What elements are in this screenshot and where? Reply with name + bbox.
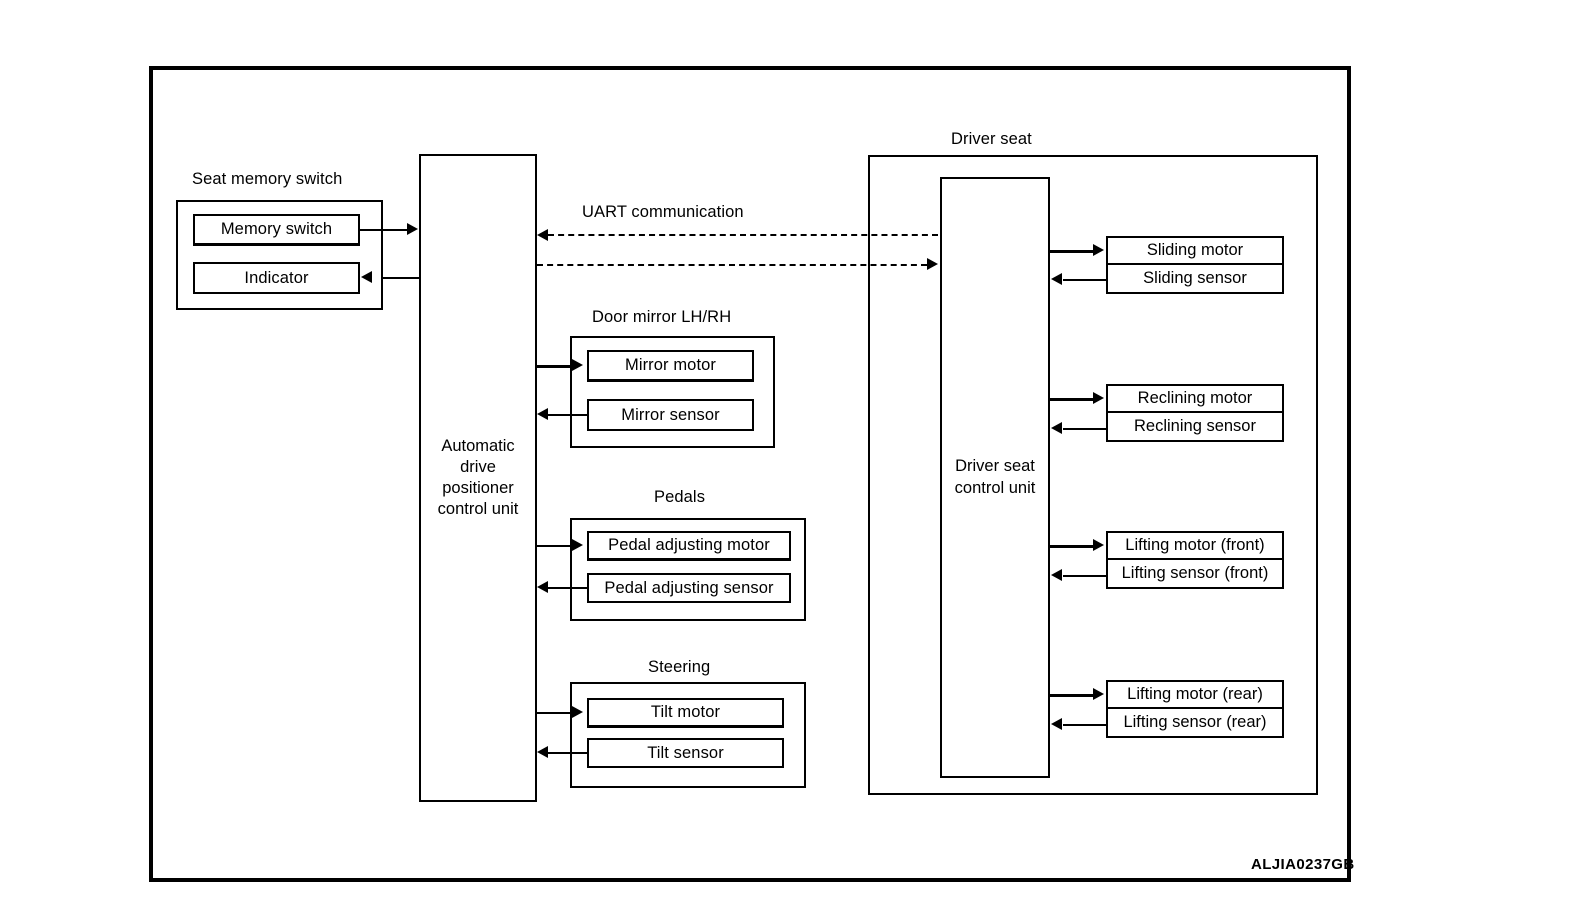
automatic-drive-positioner-control-unit[interactable]: Automatic drive positioner control unit — [419, 154, 537, 802]
lifting-motor-rear-label: Lifting motor (rear) — [1127, 685, 1263, 703]
connector-dscu-to-lifting-motor-rear — [1050, 694, 1096, 697]
door-mirror-title: Door mirror LH/RH — [592, 308, 732, 326]
connector-lifting-sensor-front-to-dscu — [1063, 575, 1108, 577]
arrowhead-sliding-sensor-to-dscu — [1051, 273, 1062, 285]
pedal-adjusting-sensor-label: Pedal adjusting sensor — [604, 578, 774, 597]
memory-switch-label: Memory switch — [220, 220, 333, 238]
connector-dscu-to-sliding-motor — [1050, 250, 1096, 253]
connector-memory-switch-out — [360, 229, 409, 231]
reclining-motor-row[interactable]: Reclining motor — [1108, 386, 1282, 413]
adp-label-line1: Automatic — [441, 436, 515, 455]
reclining-pair-box[interactable]: Reclining motor Reclining sensor — [1106, 384, 1284, 442]
sliding-pair-box[interactable]: Sliding motor Sliding sensor — [1106, 236, 1284, 294]
lifting-rear-pair-box[interactable]: Lifting motor (rear) Lifting sensor (rea… — [1106, 680, 1284, 738]
reclining-motor-label: Reclining motor — [1137, 389, 1253, 407]
connector-tilt-sensor-to-adp — [548, 752, 588, 754]
arrowhead-uart-to-adp — [537, 229, 548, 241]
lifting-front-pair-box[interactable]: Lifting motor (front) Lifting sensor (fr… — [1106, 531, 1284, 589]
connector-reclining-sensor-to-dscu — [1063, 428, 1108, 430]
lifting-sensor-front-label: Lifting sensor (front) — [1121, 564, 1269, 582]
connector-adp-to-mirror-motor — [535, 365, 575, 368]
sliding-motor-row[interactable]: Sliding motor — [1108, 238, 1282, 265]
connector-adp-to-tilt-motor — [535, 712, 575, 714]
arrowhead-reclining-sensor-to-dscu — [1051, 422, 1062, 434]
connector-dscu-to-reclining-motor — [1050, 398, 1096, 401]
tilt-sensor-label: Tilt sensor — [647, 743, 724, 762]
sliding-sensor-row[interactable]: Sliding sensor — [1108, 265, 1282, 292]
tilt-motor-box[interactable]: Tilt motor — [587, 698, 784, 728]
arrowhead-mirror-sensor-to-adp — [537, 408, 548, 420]
lifting-sensor-rear-row[interactable]: Lifting sensor (rear) — [1108, 709, 1282, 736]
arrowhead-to-tilt-motor — [572, 706, 583, 718]
sliding-motor-label: Sliding motor — [1146, 241, 1244, 259]
pedal-adjusting-sensor-box[interactable]: Pedal adjusting sensor — [587, 573, 791, 603]
lifting-motor-front-row[interactable]: Lifting motor (front) — [1108, 533, 1282, 560]
connector-pedal-sensor-to-adp — [548, 587, 588, 589]
uart-line-inbound — [548, 234, 938, 236]
mirror-sensor-box[interactable]: Mirror sensor — [587, 399, 754, 431]
pedal-adjusting-motor-box[interactable]: Pedal adjusting motor — [587, 531, 791, 561]
connector-indicator-in — [383, 277, 419, 279]
connector-steering-bus — [570, 712, 572, 788]
lifting-motor-rear-row[interactable]: Lifting motor (rear) — [1108, 682, 1282, 709]
arrowhead-tilt-sensor-to-adp — [537, 746, 548, 758]
reclining-sensor-label: Reclining sensor — [1134, 417, 1256, 435]
driver-seat-control-unit[interactable]: Driver seat control unit — [940, 177, 1050, 778]
seat-memory-switch-group — [176, 200, 383, 310]
pedals-title: Pedals — [654, 488, 706, 506]
mirror-motor-box[interactable]: Mirror motor — [587, 350, 754, 382]
arrowhead-lifting-sensor-front-to-dscu — [1051, 569, 1062, 581]
driver-seat-control-unit-label: Driver seat control unit — [955, 456, 1036, 498]
indicator-box[interactable]: Indicator — [193, 262, 360, 294]
reclining-sensor-row[interactable]: Reclining sensor — [1108, 413, 1282, 440]
connector-pedals-bus — [570, 545, 572, 621]
adp-label-line4: control unit — [437, 500, 519, 519]
connector-door-mirror-bus — [570, 365, 572, 448]
connector-lifting-sensor-rear-to-dscu — [1063, 724, 1108, 726]
arrowhead-to-lifting-motor-front — [1093, 539, 1104, 551]
arrowhead-memory-switch-to-adp — [407, 223, 418, 235]
memory-switch-box[interactable]: Memory switch — [193, 214, 360, 246]
uart-line-outbound — [537, 264, 927, 266]
dscu-label-line2: control unit — [954, 478, 1036, 497]
tilt-motor-label: Tilt motor — [650, 703, 721, 721]
arrowhead-to-mirror-motor — [572, 359, 583, 371]
arrowhead-to-reclining-motor — [1093, 392, 1104, 404]
arrowhead-uart-to-driver-seat — [927, 258, 938, 270]
lifting-motor-front-label: Lifting motor (front) — [1125, 536, 1265, 554]
mirror-motor-label: Mirror motor — [624, 356, 717, 374]
uart-communication-label: UART communication — [582, 203, 744, 221]
dscu-label-line1: Driver seat — [955, 457, 1035, 476]
lifting-sensor-front-row[interactable]: Lifting sensor (front) — [1108, 560, 1282, 587]
driver-seat-group — [868, 155, 1318, 795]
pedal-adjusting-motor-label: Pedal adjusting motor — [608, 536, 770, 554]
connector-sliding-sensor-to-dscu — [1063, 279, 1108, 281]
indicator-label: Indicator — [244, 268, 309, 287]
sliding-sensor-label: Sliding sensor — [1143, 269, 1247, 287]
mirror-sensor-label: Mirror sensor — [621, 405, 720, 424]
arrowhead-to-lifting-motor-rear — [1093, 688, 1104, 700]
driver-seat-title: Driver seat — [951, 130, 1032, 148]
connector-adp-to-pedal-motor — [535, 545, 575, 547]
arrowhead-to-pedal-motor — [572, 539, 583, 551]
steering-title: Steering — [648, 658, 711, 676]
arrowhead-to-sliding-motor — [1093, 244, 1104, 256]
lifting-sensor-rear-label: Lifting sensor (rear) — [1123, 713, 1267, 731]
adp-control-unit-label: Automatic drive positioner control unit — [438, 436, 519, 520]
connector-dscu-to-lifting-motor-front — [1050, 545, 1096, 548]
connector-mirror-sensor-to-adp — [548, 414, 588, 416]
arrowhead-lifting-sensor-rear-to-dscu — [1051, 718, 1062, 730]
adp-label-line2: drive — [460, 457, 496, 476]
seat-memory-switch-title: Seat memory switch — [192, 170, 343, 188]
tilt-sensor-box[interactable]: Tilt sensor — [587, 738, 784, 768]
adp-label-line3: positioner — [442, 479, 514, 497]
diagram-reference-code: ALJIA0237GB — [1251, 856, 1355, 873]
arrowhead-pedal-sensor-to-adp — [537, 581, 548, 593]
arrowhead-adp-to-indicator — [361, 271, 372, 283]
